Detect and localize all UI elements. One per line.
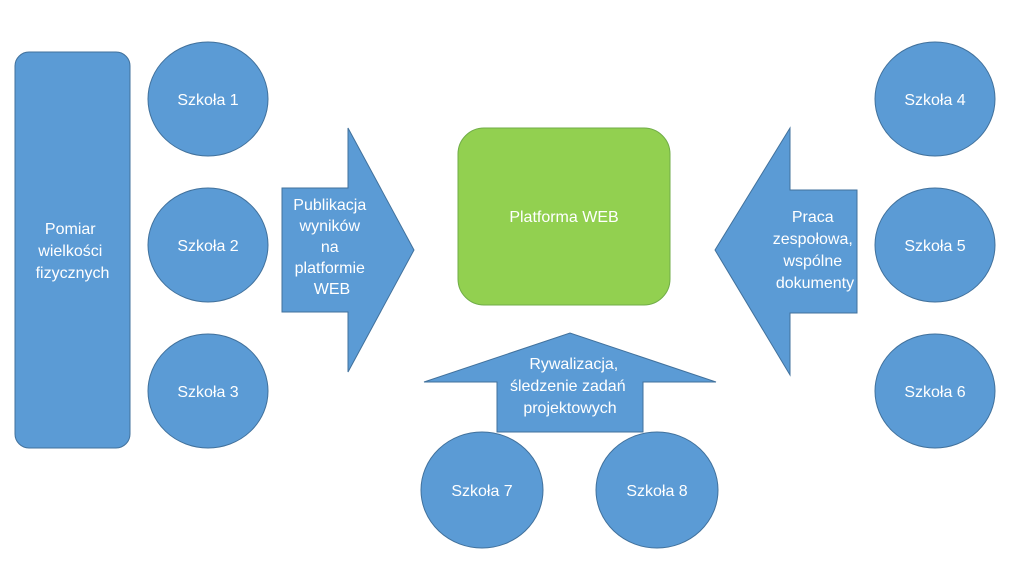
publication-arrow-line: wyników [299,218,361,235]
school-5-circle: Szkoła 5 [874,187,996,303]
school-label: Szkoła 6 [904,384,965,401]
teamwork-arrow-line: Praca [792,209,834,226]
publication-arrow-line: na [321,239,339,256]
school-label: Szkoła 5 [904,238,965,255]
school-label: Szkoła 2 [177,238,238,255]
publication-arrow-line: WEB [314,281,350,298]
measurement-line: wielkości [37,243,102,260]
school-3-circle: Szkoła 3 [147,333,269,449]
teamwork-arrow-line: wspólne [782,253,842,270]
school-8-circle: Szkoła 8 [595,431,719,549]
school-label: Szkoła 8 [626,483,687,500]
platform-web-box: Platforma WEB [457,127,671,306]
publication-arrow-line: Publikacja [293,197,366,214]
teamwork-arrow-line: dokumenty [776,275,854,292]
school-7-circle: Szkoła 7 [420,431,544,549]
competition-arrow-line: Rywalizacja, [529,356,618,373]
measurement-box: Pomiar wielkości fizycznych [14,51,131,449]
svg-text:Praca zespołowa, w: Praca zespołowa, wspólne dokumenty [773,209,858,292]
svg-text:Pomiar wielkości f: Pomiar wielkości fizycznych [36,221,110,282]
platform-label: Platforma WEB [509,209,618,226]
school-label: Szkoła 1 [177,92,238,109]
measurement-line: Pomiar [45,221,96,238]
school-6-circle: Szkoła 6 [874,333,996,449]
school-1-circle: Szkoła 1 [147,41,269,157]
competition-arrow: Rywalizacja, śledzenie zadań projektowyc… [423,332,717,433]
school-label: Szkoła 3 [177,384,238,401]
school-4-circle: Szkoła 4 [874,41,996,157]
svg-text:Publikacja wyników: Publikacja wyników na platformie WEB [293,197,370,298]
teamwork-arrow-line: zespołowa, [773,231,853,248]
competition-arrow-line: śledzenie zadań [510,378,626,395]
school-label: Szkoła 4 [904,92,965,109]
school-2-circle: Szkoła 2 [147,187,269,303]
measurement-line: fizycznych [36,265,110,282]
publication-arrow-line: platformie [295,260,365,277]
school-label: Szkoła 7 [451,483,512,500]
svg-text:Rywalizacja, śledzenie z: Rywalizacja, śledzenie zadań projektowyc… [510,356,630,417]
publication-arrow: Publikacja wyników na platformie WEB [281,127,415,373]
competition-arrow-line: projektowych [523,400,616,417]
teamwork-arrow: Praca zespołowa, wspólne dokumenty [714,126,858,377]
